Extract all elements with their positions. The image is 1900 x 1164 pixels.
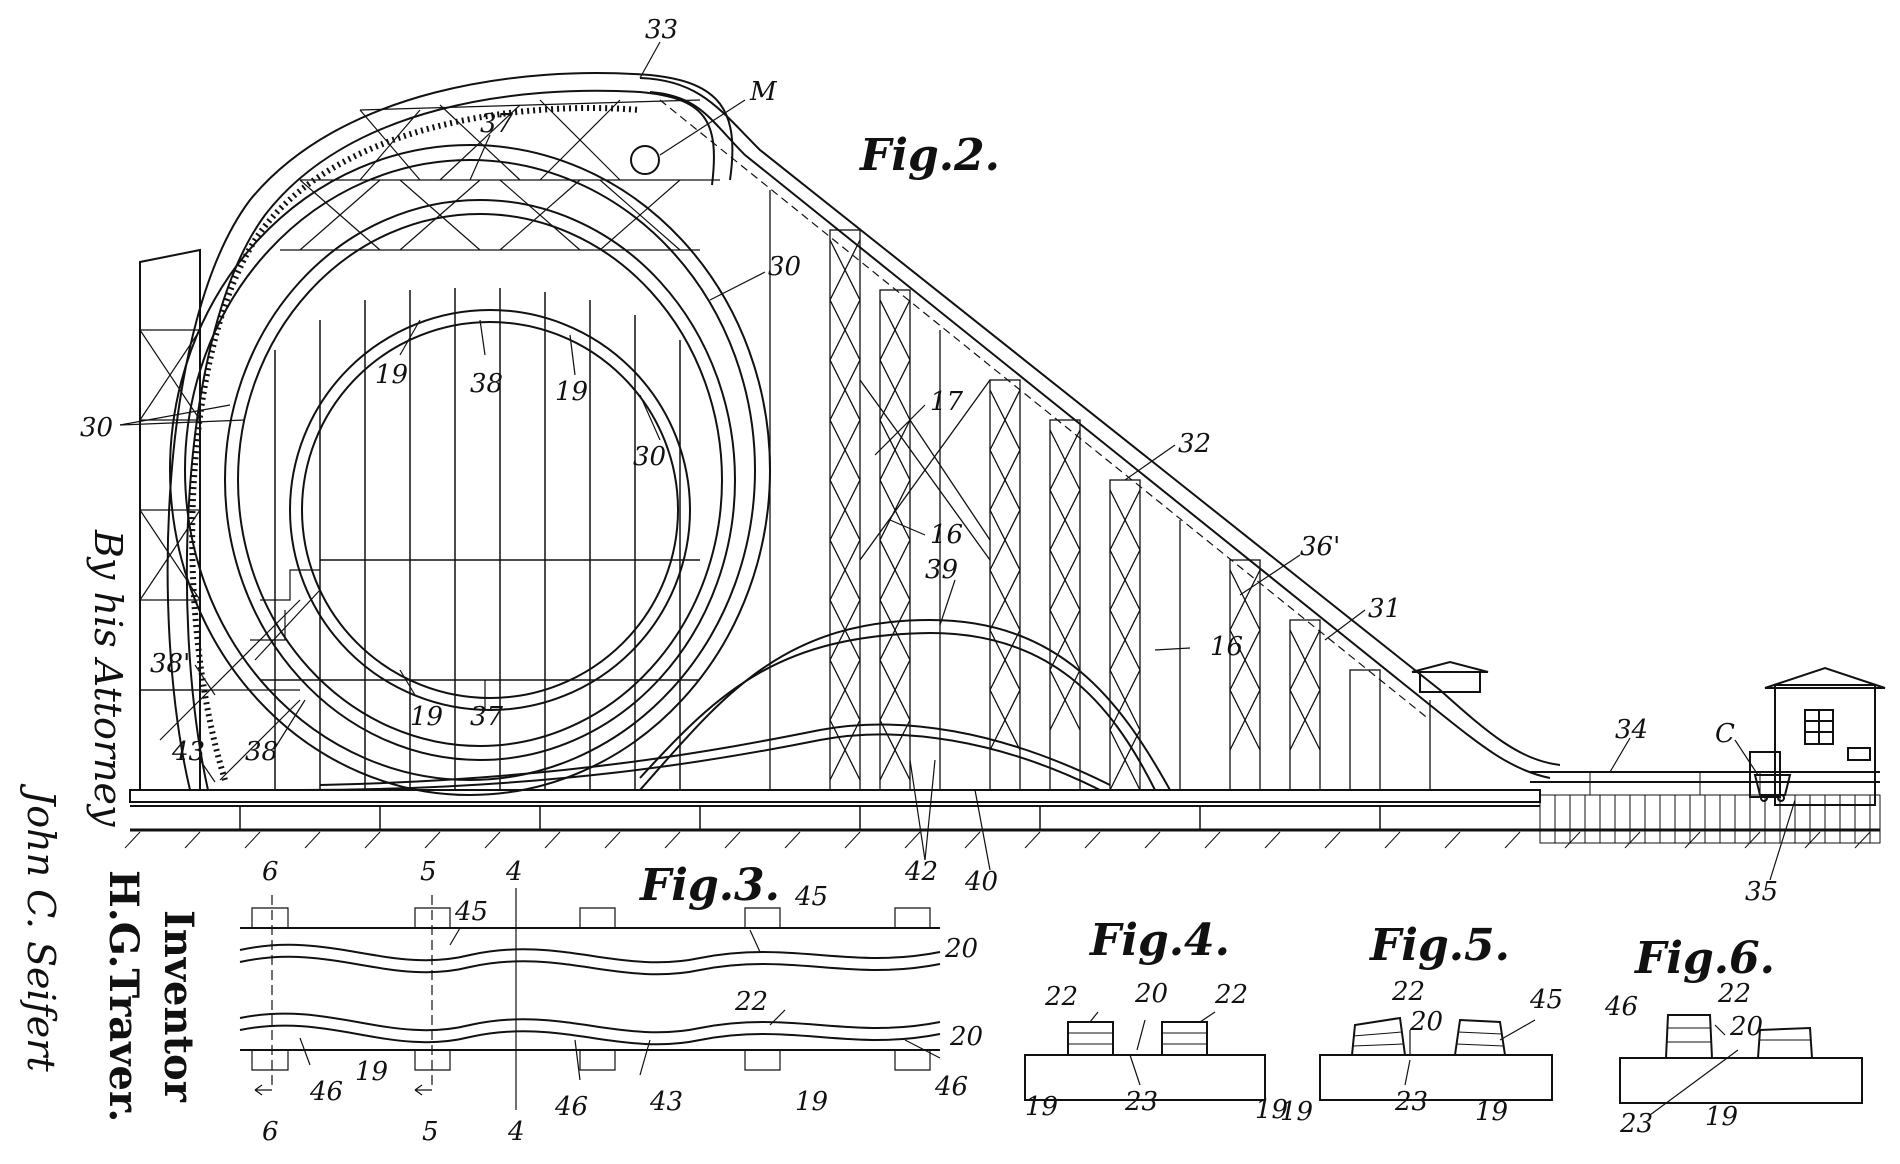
fig4-ref-22-right: 22 (1214, 980, 1248, 1010)
ref-37-top: 37 (480, 109, 514, 139)
fig6-drawing (1619, 1014, 1863, 1116)
fig4-ref-20: 20 (1134, 979, 1168, 1009)
ref-40: 40 (964, 867, 998, 897)
ref-20-bottom: 20 (949, 1022, 983, 1052)
ref-16-upper: 16 (930, 520, 963, 550)
ref-19-left: 19 (375, 360, 408, 390)
fig6-title: Fig.6. (1633, 933, 1775, 984)
ref-43-left: 43 (171, 737, 205, 767)
attorney-signature: John C. Seifert (19, 783, 63, 1072)
fig5-title: Fig.5. (1368, 920, 1510, 971)
fig2-reference-numerals: 33 M 37 30 30 19 38 19 30 17 16 39 32 36… (80, 15, 1778, 907)
inventor-name: H.G.Traver. (100, 870, 147, 1122)
rear-tower (139, 248, 201, 790)
ref-19-right-f3: 19 (795, 1087, 828, 1117)
sec-4-top: 4 (505, 857, 523, 887)
fig4-ref-22-left: 22 (1044, 982, 1078, 1012)
margin-text: By his Attorney Inventor H.G.Traver. Joh… (19, 529, 202, 1122)
fig5-ref-45: 45 (1529, 985, 1563, 1015)
by-his-attorney: By his Attorney (86, 529, 130, 827)
ref-16-lower: 16 (1210, 632, 1243, 662)
fig2-leader-lines (119, 41, 1796, 881)
ref-38-prime: 38' (150, 649, 190, 679)
fig6-ref-22: 22 (1717, 979, 1751, 1009)
fig2-drawing (119, 41, 1886, 881)
sec-5-top: 5 (420, 857, 437, 887)
platform-stockade (1539, 772, 1881, 844)
ref-33: 33 (645, 15, 678, 45)
ref-37-lower: 37 (470, 702, 504, 732)
base-sill (129, 789, 1541, 803)
inventor-heading: Inventor (155, 910, 202, 1103)
hump-track (299, 618, 1171, 791)
ref-43-f3: 43 (649, 1087, 683, 1117)
fig4-ref-23: 23 (1124, 1087, 1158, 1117)
fig5-ref-22: 22 (1391, 977, 1425, 1007)
ref-45-right: 45 (794, 882, 828, 912)
ref-46-left: 46 (309, 1077, 343, 1107)
fig5-ref-19-left: 19 (1280, 1097, 1313, 1127)
ref-36-prime: 36' (1300, 532, 1340, 562)
fig6-reference-numerals: 46 22 20 23 19 (1604, 979, 1763, 1139)
ref-19-lower: 19 (410, 702, 443, 732)
fig5-drawing (1319, 1016, 1553, 1101)
fig4-reference-numerals: 22 20 22 19 23 19 (1025, 979, 1288, 1125)
car-c (1753, 774, 1792, 802)
ref-45-left: 45 (454, 897, 488, 927)
ref-38-lower: 38 (245, 737, 278, 767)
sec-6-bottom: 6 (262, 1117, 279, 1147)
fig6-ref-19: 19 (1705, 1102, 1738, 1132)
incline-ramp (639, 77, 1880, 783)
base-posts (239, 806, 1381, 830)
fig5-ref-23: 23 (1394, 1087, 1428, 1117)
ref-46-right: 46 (934, 1072, 968, 1102)
ref-32: 32 (1178, 429, 1211, 459)
ground-hatching (124, 831, 1871, 849)
fig4-title: Fig.4. (1088, 915, 1230, 966)
ref-38-top: 38 (470, 369, 503, 399)
fig6-ref-46: 46 (1604, 992, 1638, 1022)
ref-35: 35 (1745, 877, 1778, 907)
ref-17: 17 (930, 387, 964, 417)
fig3-reference-numerals: 6 5 4 45 45 20 22 20 46 19 46 43 19 46 6… (262, 857, 983, 1147)
sec-5-bottom: 5 (422, 1117, 439, 1147)
ref-19-mid: 19 (555, 377, 588, 407)
fig4-ref-19-right: 19 (1255, 1095, 1288, 1125)
ref-30-center: 30 (633, 442, 666, 472)
fig3-drawing (239, 888, 941, 1110)
fig5-ref-20: 20 (1409, 1007, 1443, 1037)
ref-39: 39 (925, 555, 958, 585)
ref-30-left: 30 (80, 413, 113, 443)
ref-46-mid: 46 (554, 1092, 588, 1122)
fig5-ref-19-right: 19 (1475, 1097, 1508, 1127)
ref-m: M (749, 77, 778, 107)
ref-c: C (1715, 719, 1735, 749)
fig2-title: Fig.2. (858, 130, 1000, 181)
ref-34: 34 (1615, 715, 1648, 745)
ref-22: 22 (734, 987, 768, 1017)
fig4-ref-19-left: 19 (1025, 1092, 1058, 1122)
ref-19-left-f3: 19 (355, 1057, 388, 1087)
fig6-ref-23: 23 (1619, 1109, 1653, 1139)
sec-6-top: 6 (262, 857, 279, 887)
fig6-ref-20: 20 (1729, 1012, 1763, 1042)
figure-titles: Fig.2. Fig.3. Fig.4. Fig.5. Fig.6. (638, 130, 1775, 984)
ref-31: 31 (1368, 594, 1401, 624)
car-m (630, 145, 660, 175)
loop-structure (140, 71, 771, 796)
fig4-drawing (1024, 1011, 1266, 1101)
fig5-reference-numerals: 22 20 45 19 23 19 (1280, 977, 1563, 1127)
fig3-title: Fig.3. (638, 860, 780, 911)
sec-4-bottom: 4 (507, 1117, 525, 1147)
ref-30-right-top: 30 (768, 252, 801, 282)
lattice-towers (769, 190, 1431, 791)
station-house (1411, 660, 1886, 806)
ref-42: 42 (904, 857, 938, 887)
ref-20-top: 20 (944, 934, 978, 964)
